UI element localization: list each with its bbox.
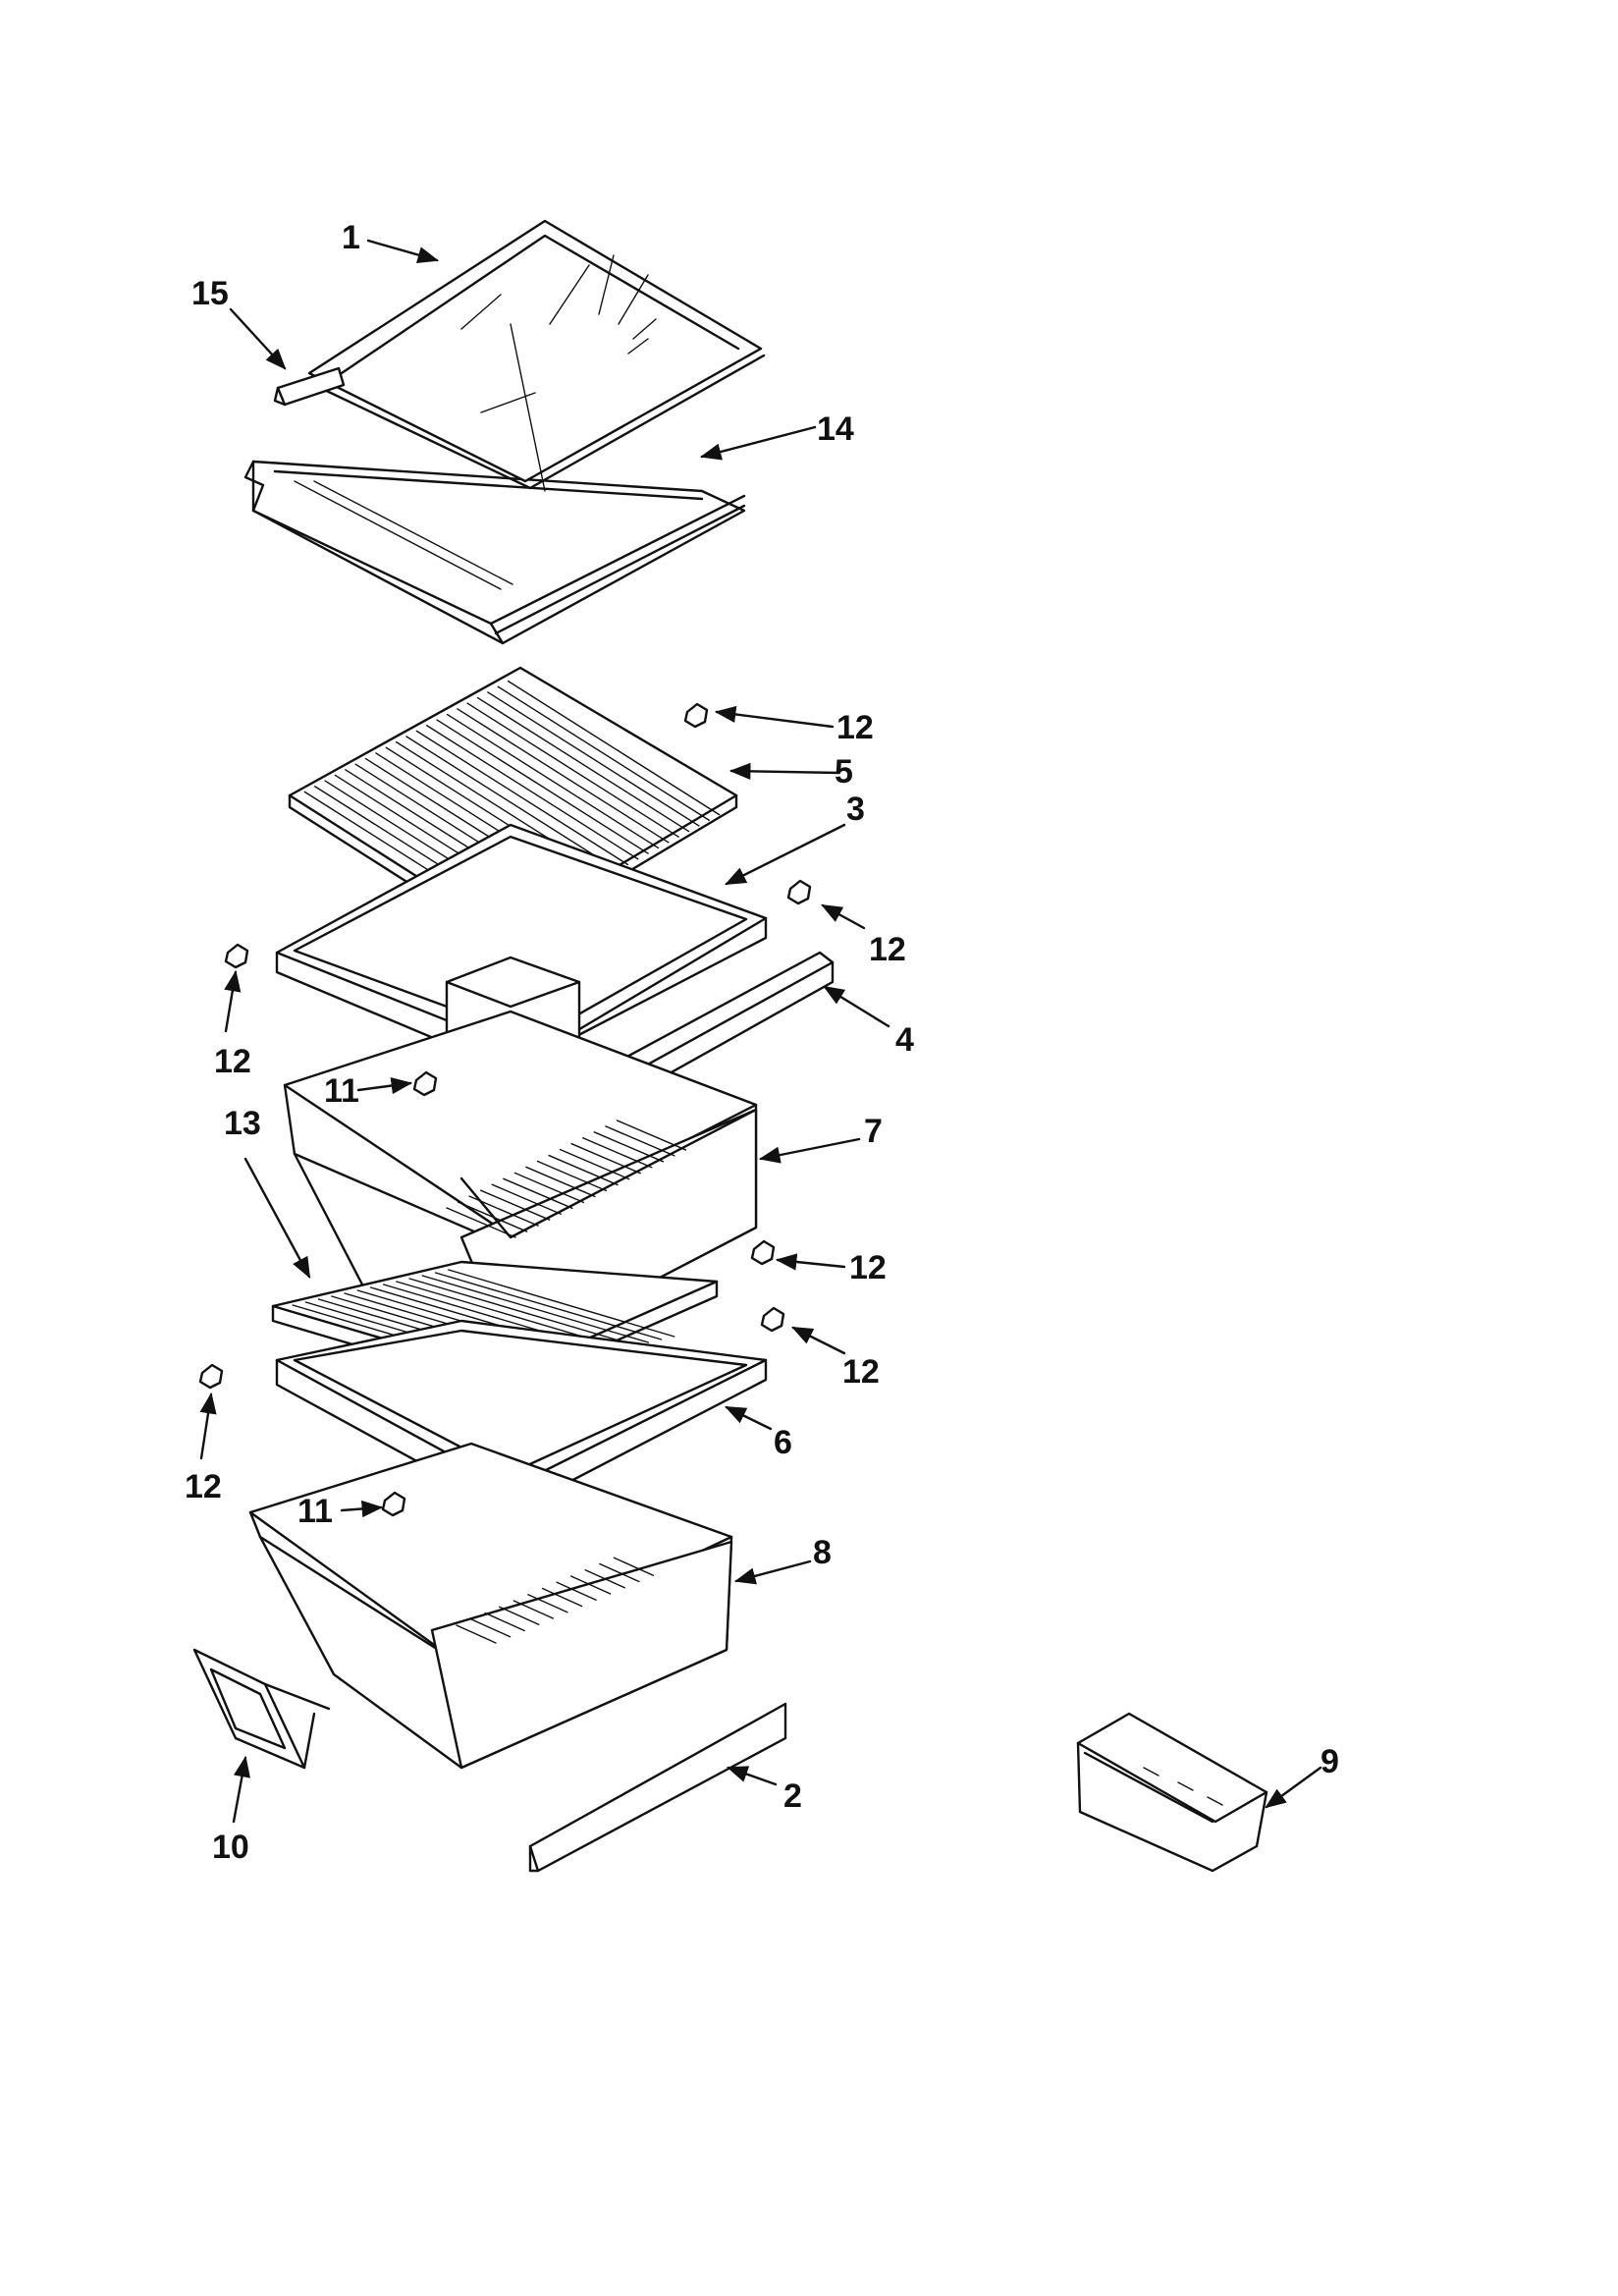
callout-5: 5 (835, 753, 853, 791)
leader-lines (199, 239, 1322, 1824)
callout-12-c: 12 (214, 1043, 251, 1080)
callout-12-d: 12 (849, 1249, 887, 1286)
glass-shelf-1 (307, 219, 766, 492)
callout-14: 14 (817, 410, 854, 448)
callout-labels: 1 15 14 12 5 3 12 4 12 11 7 13 12 12 6 1… (185, 219, 1339, 1866)
shelf-frame-14 (243, 460, 746, 645)
callout-12-b: 12 (869, 931, 906, 968)
callout-1: 1 (342, 219, 360, 256)
callout-12-f: 12 (185, 1468, 222, 1505)
callout-7: 7 (864, 1113, 883, 1150)
callout-6: 6 (774, 1424, 792, 1461)
shelf-trim-15 (273, 366, 346, 407)
callout-11-a: 11 (324, 1072, 359, 1110)
callout-11-b: 11 (297, 1493, 333, 1530)
screws (198, 702, 812, 1517)
callout-12-a: 12 (836, 709, 874, 746)
callout-10: 10 (212, 1829, 249, 1866)
callout-13: 13 (224, 1105, 261, 1142)
callout-4: 4 (895, 1021, 914, 1059)
callout-8: 8 (813, 1534, 832, 1571)
callout-2: 2 (783, 1777, 802, 1815)
door-bin-9 (1076, 1712, 1268, 1873)
callout-15: 15 (191, 275, 229, 312)
callout-9: 9 (1321, 1743, 1339, 1780)
drawer-trim-2 (528, 1702, 787, 1873)
label-holder-10 (192, 1648, 331, 1770)
callout-12-e: 12 (842, 1353, 880, 1391)
callout-3: 3 (846, 791, 865, 828)
crisper-drawer-8 (248, 1442, 733, 1770)
